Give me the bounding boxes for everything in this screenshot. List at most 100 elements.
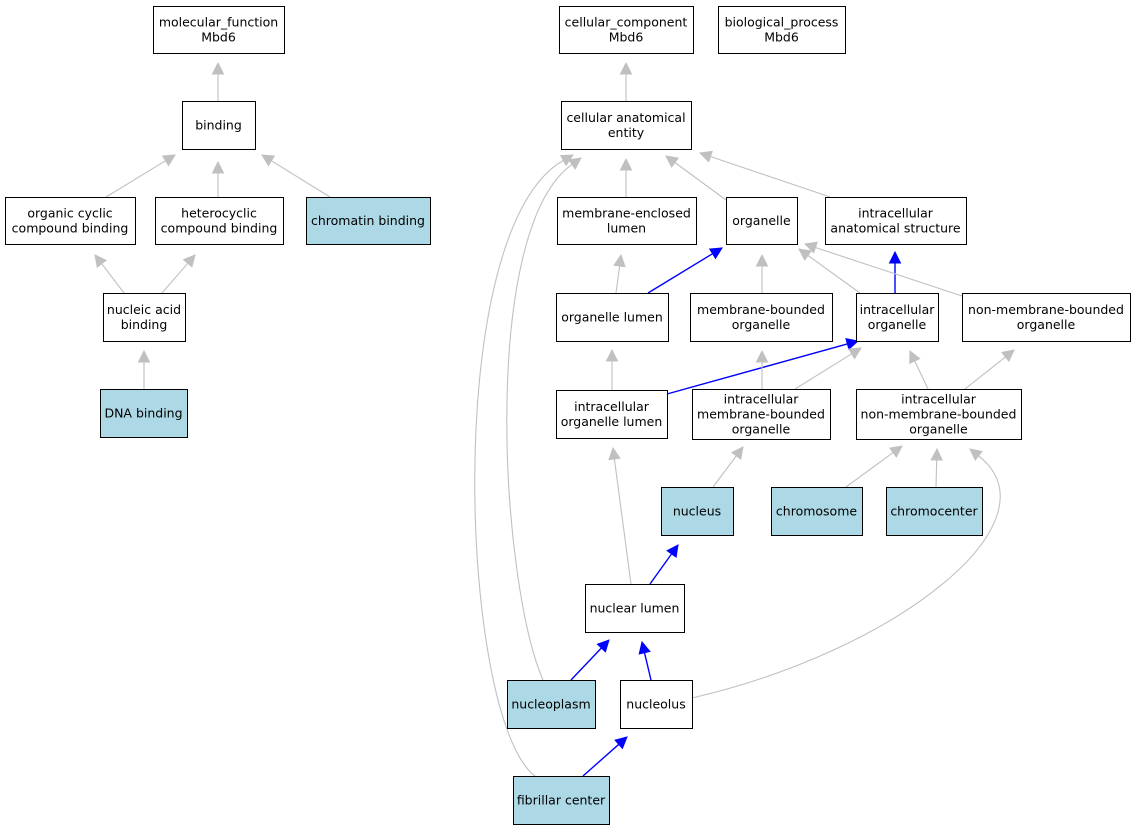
node-box	[153, 6, 285, 54]
node-label: heterocyclic	[181, 206, 257, 221]
edge-line	[935, 459, 938, 488]
edge-line	[271, 160, 331, 198]
edge-chromosome-to-intracellular_non_membrane_bounded_organelle	[845, 445, 903, 488]
node-box	[306, 197, 431, 245]
node-fibrillar-center[interactable]: fibrillar center	[513, 776, 610, 825]
node-box	[856, 293, 939, 342]
node-nuclear-lumen[interactable]: nuclear lumen	[585, 584, 685, 633]
edge-nucleolus-to-intracellular_non_membrane_bounded_organelle	[691, 448, 1001, 699]
edge-line	[615, 265, 621, 294]
edge-organelle_lumen-to-organelle	[647, 247, 723, 294]
node-label: DNA binding	[104, 406, 182, 421]
arrow-head-icon	[94, 254, 107, 268]
edge-line	[794, 353, 852, 390]
node-label: organelle lumen	[561, 414, 663, 429]
node-binding[interactable]: binding	[182, 101, 256, 150]
node-label: intracellular	[860, 302, 936, 317]
node-nucleoplasm[interactable]: nucleoplasm	[507, 680, 596, 729]
node-label: Mbd6	[609, 30, 644, 45]
edge-line	[582, 743, 620, 777]
edge-chromocenter-to-intracellular_non_membrane_bounded_organelle	[930, 447, 943, 488]
arrow-head-icon	[614, 736, 628, 750]
edge-line	[710, 155, 831, 198]
edge-intracellular_organelle_lumen-to-intracellular_organelle	[666, 337, 860, 395]
arrow-head-icon	[803, 241, 818, 254]
node-nucleus[interactable]: nucleus	[661, 487, 734, 536]
node-label: non-membrane-bounded	[861, 407, 1017, 422]
node-label: nuclear lumen	[590, 601, 680, 616]
arrow-head-icon	[211, 160, 225, 174]
edge-line	[914, 360, 929, 390]
node-box	[718, 6, 846, 54]
node-box	[771, 487, 863, 536]
node-organelle[interactable]: organelle	[726, 197, 798, 245]
edge-intracellular_organelle-to-intracellular_anatomical_structure	[888, 250, 902, 293]
node-box	[585, 584, 685, 633]
arrow-head-icon	[619, 61, 633, 75]
node-box	[155, 197, 284, 245]
edge-membrane_bounded_organelle-to-organelle	[755, 253, 769, 293]
edge-line	[815, 246, 963, 297]
edge-fibrillar_center-to-nucleolus	[582, 736, 628, 777]
node-intracellular-non-membrane-bounded-organelle[interactable]: intracellularnon-membrane-boundedorganel…	[856, 389, 1022, 440]
node-label: entity	[608, 125, 645, 140]
edge-heterocyclic-to-binding	[211, 160, 225, 197]
edge-nucleoplasm-to-nuclear_lumen	[570, 639, 610, 681]
node-label: nucleolus	[626, 697, 685, 712]
node-nucleolus[interactable]: nucleolus	[620, 680, 693, 729]
node-label: organelle	[1017, 317, 1076, 332]
node-box	[726, 197, 798, 245]
node-label: nucleus	[673, 504, 721, 519]
arrow-head-icon	[889, 445, 903, 458]
arrow-head-icon	[698, 150, 713, 163]
edge-line	[712, 455, 737, 488]
node-chromocenter[interactable]: chromocenter	[886, 487, 983, 536]
edge-dna_binding-to-nucleic_acid_binding	[137, 349, 151, 389]
arrow-head-icon	[613, 253, 626, 268]
node-label: non-membrane-bounded	[968, 302, 1124, 317]
node-label: organelle lumen	[561, 310, 663, 325]
node-label: membrane-bounded	[697, 407, 825, 422]
edge-cellular_anatomical_entity-to-cellular_component	[619, 61, 633, 101]
edge-line	[647, 253, 713, 294]
node-dna-binding[interactable]: DNA binding	[100, 389, 188, 438]
node-box	[103, 293, 186, 342]
arrow-head-icon	[708, 247, 723, 260]
edge-intracellular_membrane_bounded_organelle-to-intracellular_organelle	[794, 347, 862, 390]
edge-line	[570, 647, 602, 681]
node-box	[513, 776, 610, 825]
arrow-head-icon	[182, 254, 196, 268]
node-organelle-lumen[interactable]: organelle lumen	[556, 293, 669, 342]
node-box	[561, 101, 692, 150]
node-label: Mbd6	[201, 30, 236, 45]
node-label: organelle	[909, 422, 968, 437]
edge-line	[674, 162, 727, 201]
node-box	[825, 197, 967, 245]
edge-organic_cyclic-to-binding	[105, 154, 176, 198]
node-label: anatomical structure	[830, 221, 960, 236]
node-chromatin-binding[interactable]: chromatin binding	[306, 197, 431, 245]
edge-line	[666, 343, 848, 395]
node-label: compound binding	[161, 221, 278, 236]
edge-organelle-to-cellular_anatomical_entity	[665, 155, 727, 201]
edge-line	[807, 254, 861, 294]
arrow-head-icon	[969, 448, 983, 462]
node-box	[690, 293, 833, 342]
arrow-head-icon	[665, 155, 679, 168]
node-box	[962, 293, 1131, 342]
node-chromosome[interactable]: chromosome	[771, 487, 863, 536]
